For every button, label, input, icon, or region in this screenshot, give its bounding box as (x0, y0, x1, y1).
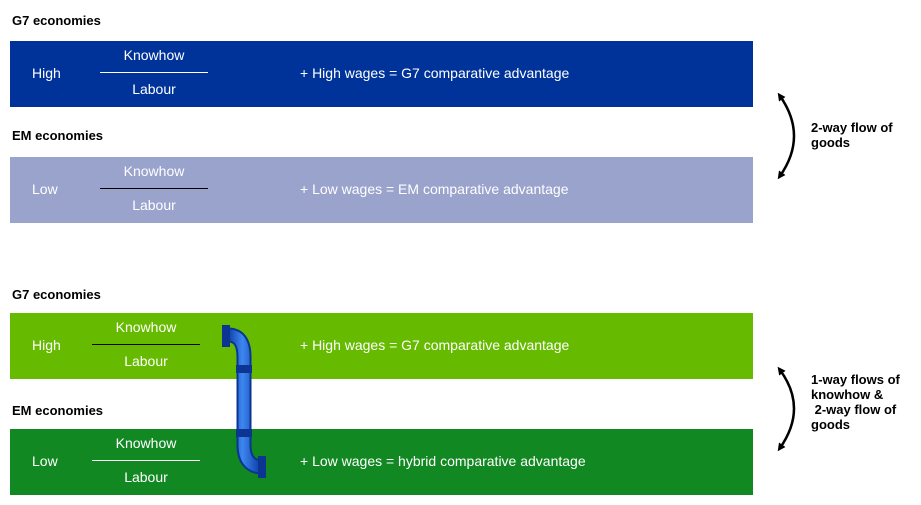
numerator: Knowhow (123, 47, 185, 63)
g7-heading-top: G7 economies (12, 13, 101, 28)
numerator: Knowhow (123, 163, 185, 179)
knowhow-level: High (32, 337, 61, 353)
equation: + Low wages = EM comparative advantage (300, 181, 569, 197)
numerator: Knowhow (115, 319, 177, 335)
flow-label-bottom: 1-way flows of knowhow & 2-way flow of g… (811, 372, 900, 432)
knowhow-pipe-icon (222, 325, 266, 478)
em-heading-top: EM economies (12, 128, 104, 143)
equation: + High wages = G7 comparative advantage (300, 65, 570, 81)
em-band-bottom: Low Knowhow Labour + Low wages = hybrid … (10, 429, 753, 495)
knowhow-level: Low (32, 181, 58, 197)
flow-label-top: 2-way flow of goods (811, 120, 893, 150)
equation: + Low wages = hybrid comparative advanta… (300, 453, 586, 469)
denominator: Labour (124, 353, 168, 369)
knowhow-level: Low (32, 453, 58, 469)
denominator: Labour (132, 81, 176, 97)
g7-band-top: High Knowhow Labour + High wages = G7 co… (10, 41, 753, 107)
fraction-bar (92, 460, 200, 461)
curved-double-arrow-icon (777, 92, 796, 180)
curved-double-arrow-icon (777, 366, 796, 452)
fraction-bar (100, 72, 208, 73)
fraction-bar (100, 188, 208, 189)
fraction-bar (92, 344, 200, 345)
denominator: Labour (124, 469, 168, 485)
equation: + High wages = G7 comparative advantage (300, 337, 570, 353)
denominator: Labour (132, 197, 176, 213)
numerator: Knowhow (115, 435, 177, 451)
em-band-top: Low Knowhow Labour + Low wages = EM comp… (10, 157, 753, 223)
g7-band-bottom: High Knowhow Labour + High wages = G7 co… (10, 313, 753, 379)
knowhow-level: High (32, 65, 61, 81)
em-heading-bottom: EM economies (12, 403, 104, 418)
g7-heading-bottom: G7 economies (12, 287, 101, 302)
